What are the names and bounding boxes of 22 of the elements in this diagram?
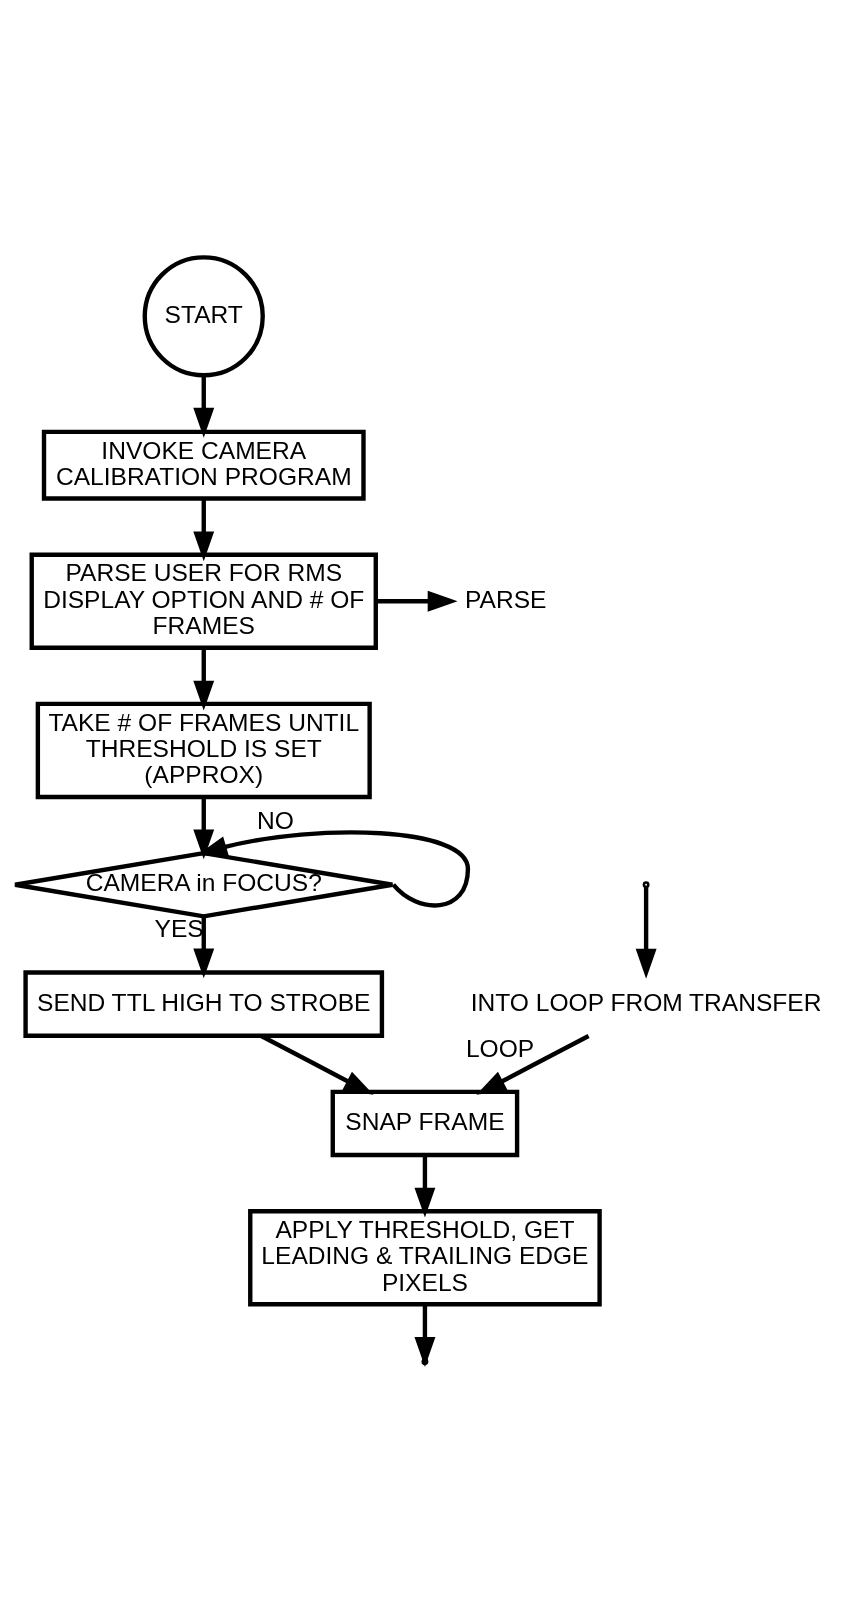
node-box: PARSE USER FOR RMS DISPLAY OPTION AND # OF FRAMES xyxy=(29,552,378,650)
node-text: INTO LOOP FROM TRANSFER xyxy=(470,988,822,1016)
arrow xyxy=(635,886,657,979)
node-box: SEND TTL HIGH TO STROBE xyxy=(23,969,385,1038)
arrow xyxy=(476,1033,590,1095)
node-circle: START xyxy=(142,254,265,377)
arrow xyxy=(375,590,458,612)
node-diamond: CAMERA in FOCUS? xyxy=(12,850,395,919)
node-box: SNAP FRAME xyxy=(330,1089,520,1157)
arrow xyxy=(414,1155,436,1218)
arrow xyxy=(197,829,471,908)
arrow xyxy=(193,647,215,711)
node-text: PARSE xyxy=(464,585,547,613)
arrow xyxy=(193,916,215,978)
node-box: APPLY THRESHOLD, GET LEADING & TRAILING EDGE PIXELS xyxy=(248,1208,602,1306)
edge-label: NO xyxy=(257,806,294,834)
edge-label: LOOP xyxy=(465,1034,535,1062)
arrow xyxy=(193,498,215,561)
arrow xyxy=(193,796,215,859)
arrow xyxy=(193,375,215,438)
node-box: TAKE # OF FRAMES UNTIL THRESHOLD IS SET (APPROX) xyxy=(35,701,372,799)
node-box: INVOKE CAMERA CALIBRATION PROGRAM xyxy=(41,429,366,501)
